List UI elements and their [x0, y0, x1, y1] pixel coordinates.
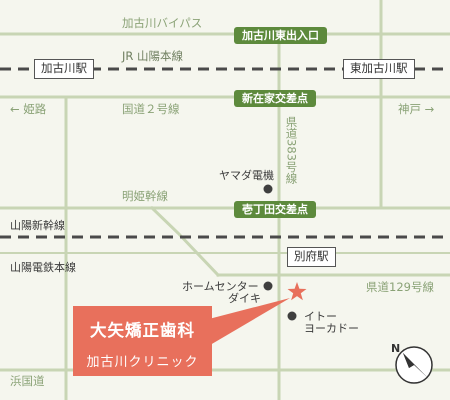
home-center-marker: [263, 281, 273, 291]
compass-icon: [395, 346, 433, 384]
clinic-name: 大矢矯正歯科: [90, 321, 195, 340]
label-yokado: ヨーカドー: [304, 322, 359, 335]
label-national-route-2: 国道２号線: [122, 102, 180, 116]
clinic-callout: 大矢矯正歯科 加古川クリニック: [73, 306, 212, 376]
label-kakogawa-bypass: 加古川バイパス: [122, 16, 203, 30]
label-prefectural-129: 県道129号線: [366, 280, 434, 294]
direction-west-himeji: ← 姫路: [10, 102, 47, 116]
station-kakogawa: 加古川駅: [34, 59, 94, 79]
label-prefectural-383: 県道383号線: [284, 116, 299, 184]
station-higashi-kakogawa: 東加古川駅: [343, 59, 415, 79]
badge-shinzaike-intersection: 新在家交差点: [234, 90, 316, 107]
clinic-star-icon: [287, 282, 307, 301]
badge-kakogawa-east-entrance: 加古川東出入口: [234, 27, 327, 44]
station-befu: 別府駅: [287, 247, 336, 267]
label-meiki-line: 明姫幹線: [122, 189, 168, 203]
label-yamada-denki: ヤマダ電機: [219, 169, 274, 182]
label-sanyo-shinkansen: 山陽新幹線: [10, 219, 65, 232]
clinic-subtitle: 加古川クリニック: [86, 355, 199, 370]
compass-north-label: N: [391, 342, 401, 355]
label-home-center-daiki: ダイキ: [228, 292, 261, 305]
label-ito: イトー: [304, 310, 337, 323]
label-sanyo-electric: 山陽電鉄本線: [10, 261, 76, 274]
direction-east-kobe: 神戸 →: [398, 102, 435, 116]
ito-yokado-marker: [287, 311, 297, 321]
callout-pointer: [205, 298, 290, 348]
badge-icchoda-intersection: 壱丁田交差点: [234, 201, 316, 218]
label-jr-sanyo-main: JR 山陽本線: [122, 49, 184, 63]
road-diagonal: [149, 205, 221, 278]
yamada-denki-marker: [263, 184, 273, 194]
label-home-center: ホームセンター: [182, 280, 259, 293]
label-hamakokudo: 浜国道: [10, 374, 45, 388]
